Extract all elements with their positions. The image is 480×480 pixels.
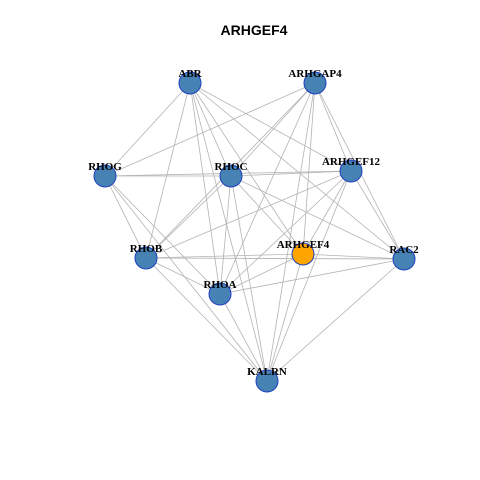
edge-rhog-rhob [104, 175, 147, 259]
edge-abr-arhgef4 [189, 82, 304, 255]
node-circle-rac2 [392, 247, 416, 271]
node-label-rhog: RHOG [88, 161, 122, 173]
node-label-abr: ABR [178, 68, 202, 80]
edge-rhob-rac2 [145, 257, 405, 260]
node-circle-arhgef4 [291, 242, 315, 266]
edge-rhoc-rhoa [219, 175, 232, 295]
edge-rhob-arhgef4 [145, 253, 304, 259]
edge-arhgef12-rhoa [219, 170, 352, 295]
node-arhgef12: ARHGEF12 [322, 156, 381, 183]
edge-rhoa-kalrn [219, 293, 268, 382]
node-label-arhgap4: ARHGAP4 [288, 68, 342, 80]
edge-rhoc-rac2 [230, 175, 405, 260]
node-circle-rhob [134, 246, 158, 270]
edge-rhog-rhoa [104, 175, 221, 295]
node-rhog: RHOG [88, 161, 122, 188]
edge-arhgef12-kalrn [266, 170, 352, 382]
node-label-arhgef12: ARHGEF12 [322, 156, 381, 168]
edge-arhgef12-rac2 [350, 170, 405, 260]
edge-rhob-kalrn [145, 257, 268, 382]
edge-rhoc-arhgef12 [230, 170, 352, 177]
edge-rhog-kalrn [104, 175, 268, 382]
node-circle-arhgap4 [303, 71, 327, 95]
edge-layer [104, 82, 405, 382]
node-rhoc: RHOC [215, 161, 248, 188]
node-circle-rhoa [208, 282, 232, 306]
node-circle-rhog [93, 164, 117, 188]
node-circle-kalrn [255, 369, 279, 393]
node-abr: ABR [178, 68, 203, 95]
edge-rac2-rhoa [219, 258, 405, 295]
node-rhoa: RHOA [204, 279, 237, 306]
edge-rhoc-rhob [145, 175, 232, 259]
node-circle-abr [178, 71, 202, 95]
edge-arhgap4-arhgef12 [314, 82, 352, 172]
node-circle-rhoc [219, 164, 243, 188]
node-label-kalrn: KALRN [247, 366, 287, 378]
edge-abr-arhgef12 [189, 82, 352, 172]
node-label-rhoc: RHOC [215, 161, 248, 173]
node-label-arhgef4: ARHGEF4 [277, 239, 330, 251]
edge-arhgef4-kalrn [266, 253, 304, 382]
node-circle-arhgef12 [339, 159, 363, 183]
node-label-rhob: RHOB [130, 243, 163, 255]
edge-arhgap4-rhoa [219, 82, 316, 295]
graph-title: ARHGEF4 [221, 22, 288, 38]
edge-rac2-kalrn [266, 258, 405, 382]
edge-rhoc-kalrn [230, 175, 268, 382]
edge-arhgef4-rhoa [219, 253, 304, 295]
edge-arhgef12-arhgef4 [302, 170, 352, 255]
node-label-rhoa: RHOA [204, 279, 237, 291]
edge-arhgap4-arhgef4 [302, 82, 316, 255]
edge-arhgef4-rac2 [302, 253, 405, 260]
node-label-rac2: RAC2 [389, 244, 419, 256]
edge-abr-rhob [145, 82, 191, 259]
edge-abr-rhog [104, 82, 191, 177]
edge-arhgef12-rhob [145, 170, 352, 259]
edge-abr-rac2 [189, 82, 405, 260]
edge-arhgap4-kalrn [266, 82, 316, 382]
node-arhgef4: ARHGEF4 [277, 239, 330, 266]
node-arhgap4: ARHGAP4 [288, 68, 342, 95]
node-rhob: RHOB [130, 243, 163, 270]
edge-arhgap4-rhog [104, 82, 316, 177]
edge-rhob-rhoa [145, 257, 221, 295]
edge-abr-rhoa [189, 82, 221, 295]
node-kalrn: KALRN [247, 366, 287, 393]
edge-rhoc-arhgef4 [230, 175, 304, 255]
edge-abr-kalrn [189, 82, 268, 382]
edge-arhgap4-rhoc [230, 82, 316, 177]
node-rac2: RAC2 [389, 244, 419, 271]
